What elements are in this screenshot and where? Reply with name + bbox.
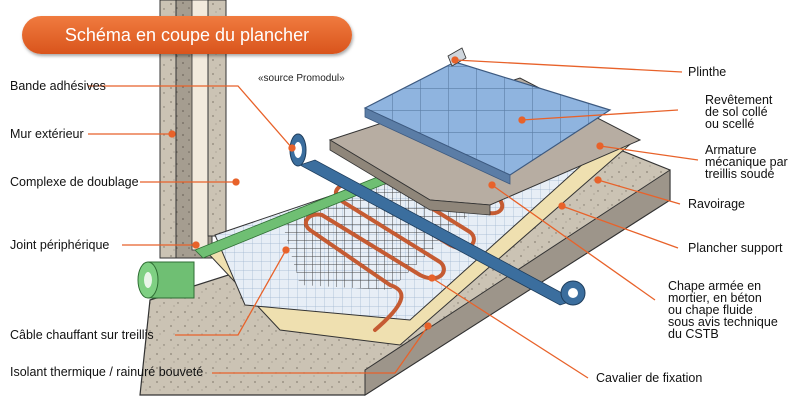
label-revetement-line-2: de sol collé xyxy=(705,105,768,119)
label-armature-line-3: treillis soudé xyxy=(705,167,775,181)
label-chape-line-5: du CSTB xyxy=(668,327,719,341)
label-armature: Armature mécanique par treillis soudé xyxy=(705,143,788,181)
label-plinthe: Plinthe xyxy=(688,65,727,79)
label-cavalier-fixation: Cavalier de fixation xyxy=(596,371,703,385)
label-chape-line-4: sous avis technique xyxy=(668,315,778,329)
adhesive-tape xyxy=(289,133,586,306)
label-armature-line-2: mécanique par xyxy=(705,155,788,169)
tile-edge xyxy=(364,107,511,185)
label-joint-peripherique: Joint périphérique xyxy=(10,238,110,252)
label-chape: Chape armée en mortier, en béton ou chap… xyxy=(668,279,778,341)
label-revetement-line-3: ou scellé xyxy=(705,117,755,131)
label-chape-line-3: ou chape fluide xyxy=(668,303,753,317)
diagram-title: Schéma en coupe du plancher xyxy=(22,16,352,54)
label-revetement-line-1: Revêtement xyxy=(705,93,773,107)
label-isolant-thermique: Isolant thermique / rainuré bouveté xyxy=(10,365,204,379)
exterior-wall xyxy=(159,0,227,259)
label-revetement: Revêtement de sol collé ou scellé xyxy=(705,93,773,131)
label-plancher-support: Plancher support xyxy=(688,241,783,255)
label-chape-line-1: Chape armée en xyxy=(668,279,762,293)
label-bande-adhesives: Bande adhésives xyxy=(10,79,106,93)
edge-strip-roll xyxy=(137,261,195,299)
label-armature-line-1: Armature xyxy=(705,143,757,157)
label-ravoirage: Ravoirage xyxy=(688,197,745,211)
leader-lines xyxy=(88,56,699,379)
source-credit: «source Promodul» xyxy=(258,73,345,84)
label-complexe-doublage: Complexe de doublage xyxy=(10,175,139,189)
screed-edge xyxy=(329,139,491,216)
label-chape-line-2: mortier, en béton xyxy=(668,291,762,305)
label-mur-exterieur: Mur extérieur xyxy=(10,127,84,141)
label-cable-chauffant: Câble chauffant sur treillis xyxy=(10,328,154,342)
